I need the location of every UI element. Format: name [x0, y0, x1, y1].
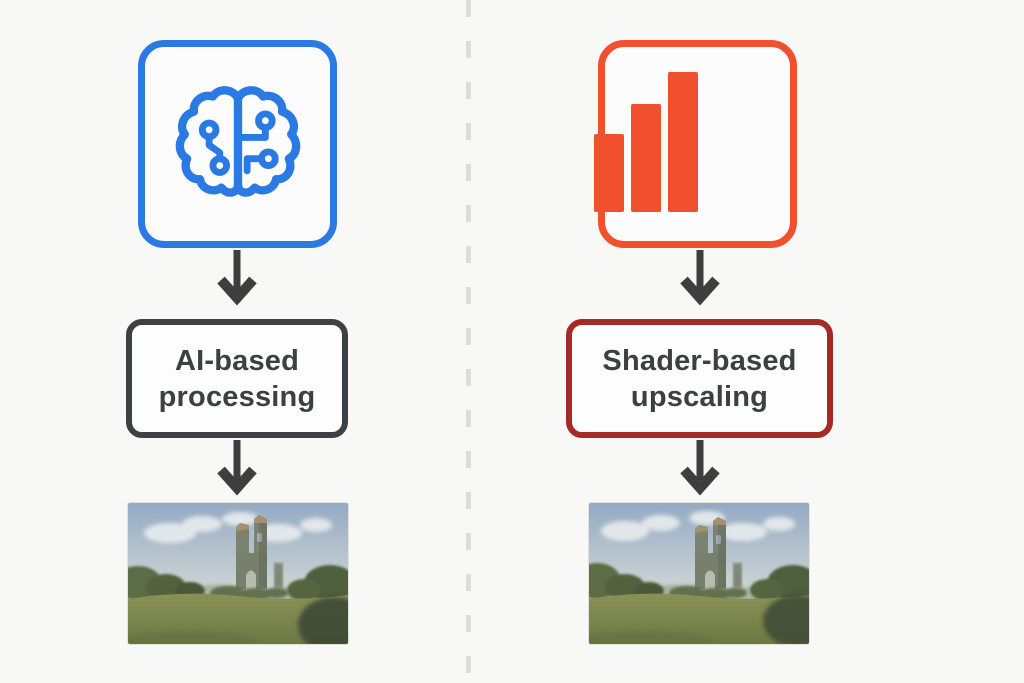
down-arrow-icon: [215, 250, 259, 312]
label-line: processing: [158, 380, 316, 413]
down-arrow-icon: [215, 440, 259, 502]
down-arrow-icon: [678, 250, 722, 312]
ai-processing-label-box: AI-based processing: [126, 319, 348, 438]
brain-circuit-icon: [162, 66, 314, 223]
label-line: upscaling: [630, 380, 769, 413]
bar-chart-icon: [593, 71, 750, 217]
ai-icon-box: [138, 40, 337, 248]
shader-icon-box: [593, 40, 797, 248]
shader-upscaling-label-box: Shader-based upscaling: [566, 319, 833, 438]
shader-result-landscape-image: [589, 503, 809, 644]
label-line: AI-based: [174, 344, 300, 377]
down-arrow-icon: [678, 440, 722, 502]
dashed-divider: [466, 0, 471, 683]
label-line: Shader-based: [602, 344, 797, 377]
ai-result-landscape-image: [128, 503, 348, 644]
